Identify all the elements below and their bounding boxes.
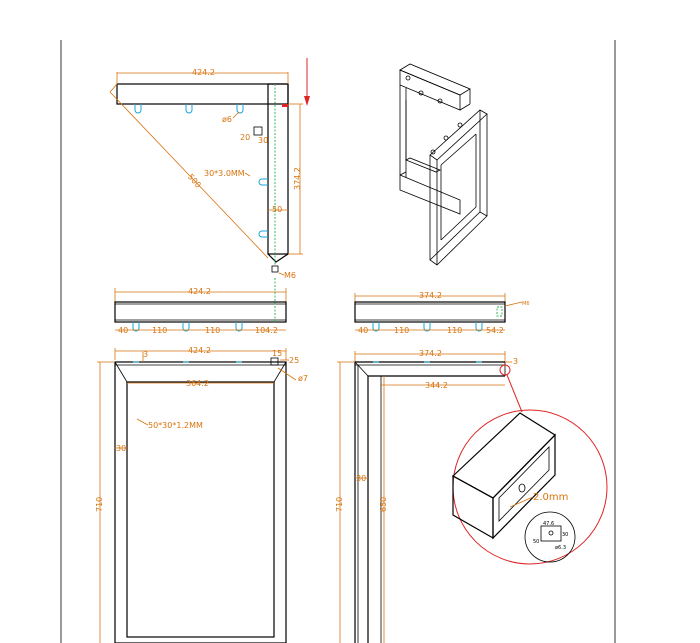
top-bolt-head [271, 265, 279, 273]
dim-front-frame-inner-width: 364.2 [186, 379, 209, 388]
dim-side-strip-110b: 110 [447, 326, 462, 335]
dim-side-strip-54: 54.2 [486, 326, 504, 335]
front-strip-view: 424.2 40 110 110 104.2 [114, 278, 287, 335]
top-hole-1 [134, 104, 142, 114]
detail-circle [452, 409, 608, 565]
dim-side-frame-inner-height: 650 [379, 497, 388, 512]
dim-front-frame-side: 30 [116, 444, 126, 453]
dim-front-frame-25: 25 [289, 356, 299, 365]
dim-front-frame-tube: 50*30*1.2MM [148, 421, 203, 430]
top-hole-2 [185, 104, 193, 114]
detail-label-a: 47.6 [543, 521, 554, 527]
dim-top-tube: 30*3.0MM [204, 169, 245, 178]
dim-top-50: 50 [272, 205, 282, 214]
dim-side-frame-inner-width: 344.2 [425, 381, 448, 390]
isometric-view [399, 63, 488, 266]
top-hole-3 [236, 104, 244, 114]
dim-front-frame-width: 424.2 [188, 346, 211, 355]
side-frame-inner [367, 375, 505, 643]
top-red-mark [282, 104, 288, 107]
dim-side-frame-height: 710 [335, 497, 344, 512]
dim-front-frame-height: 710 [95, 497, 104, 512]
red-arrow-head [304, 96, 310, 106]
dim-front-strip-40: 40 [118, 326, 128, 335]
dim-top-height: 374.2 [293, 167, 302, 190]
top-view: 424.2 ø6 20 30 30*3.0MM 500 50 374.2 M6 [109, 58, 310, 280]
dim-side-frame-side: 30 [356, 474, 366, 483]
side-strip-bar [354, 301, 506, 323]
dim-front-strip-110b: 110 [205, 326, 220, 335]
detail-label-c: 50 [533, 539, 539, 545]
detail-leader-line [506, 374, 523, 413]
dim-front-strip-104: 104.2 [255, 326, 278, 335]
dim-top-bolt: M6 [284, 271, 296, 280]
dim-top-hole: ø6 [222, 115, 232, 124]
detail-label-b: 30 [562, 532, 568, 538]
dim-top-20: 20 [240, 133, 250, 142]
top-view-diagonal-line [109, 91, 269, 259]
front-frame-inner [126, 381, 275, 638]
top-view-front-bar [116, 83, 289, 105]
dim-front-frame-3: 3 [143, 350, 148, 359]
dim-front-strip-width: 424.2 [188, 287, 211, 296]
detail-label-d: ø6.3 [555, 545, 566, 551]
dim-top-30: 30 [258, 136, 268, 145]
top-view-side-bar [267, 83, 289, 255]
top-hole-4 [258, 178, 268, 186]
detail-hole [518, 483, 526, 493]
top-hole-5 [258, 230, 268, 238]
front-frame-outer [114, 361, 287, 643]
side-strip-view: 374.2 M6 40 110 110 54.2 [354, 291, 530, 335]
detail-callout-circle [499, 364, 511, 376]
dim-side-frame-3: 3 [513, 357, 518, 366]
dim-front-frame-15: 15 [272, 349, 282, 358]
dim-side-frame-width: 374.2 [419, 349, 442, 358]
top-detail-square [253, 126, 263, 136]
front-strip-bar [114, 301, 287, 323]
side-frame-view: 374.2 3 344.2 30 710 650 [335, 349, 523, 643]
dim-front-frame-hole: ø7 [298, 374, 308, 383]
dim-side-strip-40: 40 [358, 326, 368, 335]
side-frame-outer [354, 361, 505, 643]
detail-thickness: 2.0mm [533, 492, 568, 503]
front-frame-view: 424.2 3 15 25 ø7 364.2 50*30*1.2MM 30 71… [95, 346, 308, 643]
dim-top-width: 424.2 [192, 68, 215, 77]
dim-side-strip-width: 374.2 [419, 291, 442, 300]
dim-side-strip-bolt: M6 [522, 301, 530, 307]
dim-front-strip-110a: 110 [152, 326, 167, 335]
detail-small-circle [524, 511, 576, 563]
top-view-tip [267, 253, 289, 263]
dim-side-strip-110a: 110 [394, 326, 409, 335]
detail-view: 2.0mm 47.6 30 50 ø6.3 [451, 409, 608, 565]
